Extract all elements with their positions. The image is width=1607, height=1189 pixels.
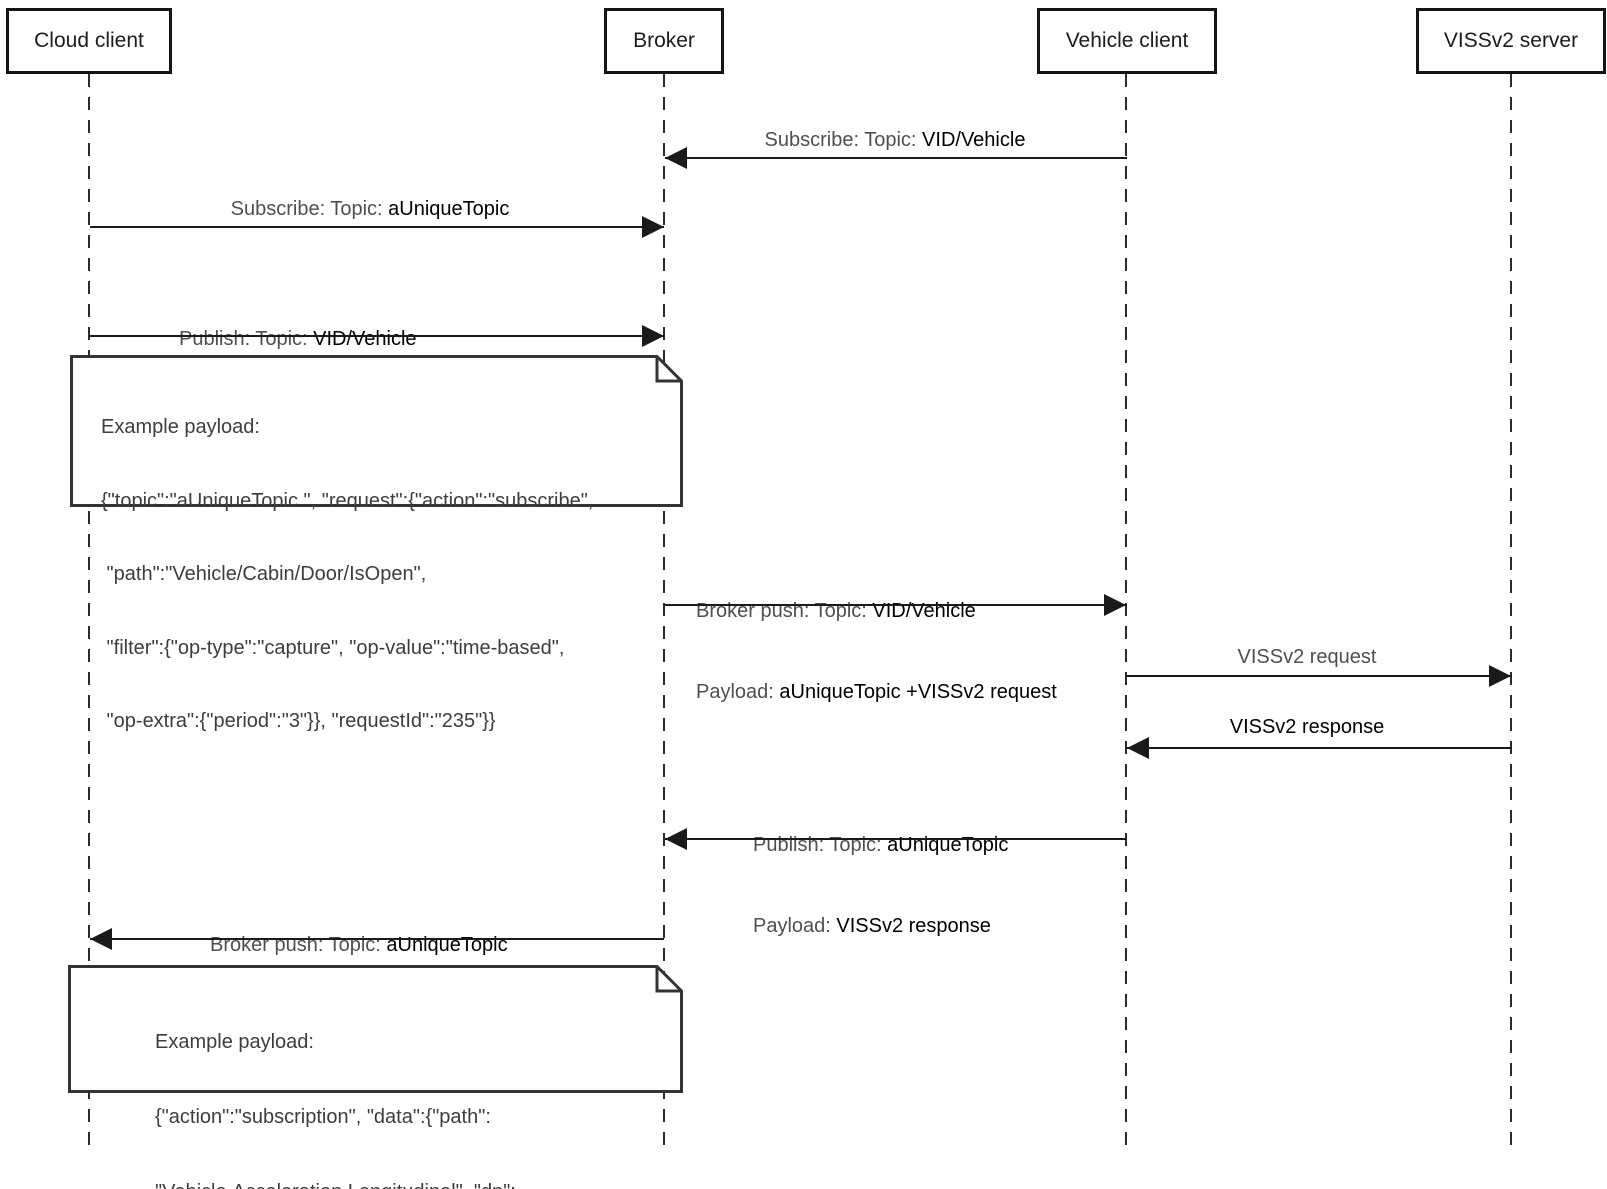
note-text-line: Example payload: [155, 1031, 314, 1053]
note-text: Example payload: {"action":"subscription… [155, 980, 555, 1189]
actor-label: VISSv2 server [1443, 29, 1579, 52]
note-shape [70, 355, 683, 507]
note-border [68, 965, 683, 1093]
message-label-value: aUniqueTopic +VISSv2 request [779, 681, 1057, 703]
message-label: Subscribe: Topic: VID/Vehicle [664, 127, 1126, 154]
message-line [90, 335, 664, 337]
message-label-value: VID/Vehicle [313, 328, 417, 350]
actor-label: Vehicle client [1065, 29, 1189, 52]
message-line [665, 157, 1127, 159]
message-label: VISSv2 response [1127, 714, 1487, 741]
message-label-value: VID/Vehicle [922, 129, 1026, 151]
message-label: Subscribe: Topic: aUniqueTopic [90, 196, 650, 223]
lifeline-cloud-client [88, 74, 90, 1150]
message-label-value: VISSv2 response [836, 915, 991, 937]
arrowhead-icon [665, 147, 687, 169]
message-label: Publish: Topic: aUniqueTopic Payload: VI… [753, 778, 1008, 994]
note-text-line: "Vehicle.Acceleration.Longitudinal", "dp… [155, 1180, 555, 1189]
note-text: Example payload: {"topic":"aUniqueTopic … [101, 366, 593, 783]
actor-box-vissv2-server: VISSv2 server [1416, 8, 1606, 74]
lifeline-vissv2-server [1510, 74, 1512, 1150]
note-fold-icon [655, 356, 682, 383]
lifeline-broker [663, 74, 665, 1150]
note-text-line: Example payload: [101, 416, 260, 438]
note-shape [68, 965, 683, 1093]
lifeline-vehicle-client [1125, 74, 1127, 1150]
message-label-value: aUniqueTopic [388, 198, 510, 220]
note-text-line: "path":"Vehicle/Cabin/Door/IsOpen", [101, 563, 427, 585]
message-label: Broker push: Topic: VID/Vehicle Payload:… [696, 544, 1057, 760]
message-line [665, 838, 1127, 840]
note-border [70, 355, 683, 507]
arrowhead-icon [1489, 665, 1511, 687]
message-label-line: Broker push: Topic: aUniqueTopic [210, 932, 508, 959]
actor-box-vehicle-client: Vehicle client [1037, 8, 1217, 74]
actor-box-cloud-client: Cloud client [6, 8, 172, 74]
arrowhead-icon [642, 216, 664, 238]
message-label-line: Publish: Topic: VID/Vehicle [179, 326, 540, 353]
message-label-line: Broker push: Topic: VID/Vehicle [696, 598, 1057, 625]
note-text-line: {"topic":"aUniqueTopic ", "request":{"ac… [101, 489, 594, 512]
message-label-prefix: Subscribe: Topic: [764, 129, 923, 151]
arrowhead-icon [90, 928, 112, 950]
arrowhead-icon [1104, 594, 1126, 616]
message-label: VISSv2 request [1127, 644, 1487, 671]
message-label-prefix: Publish: Topic: [179, 328, 314, 350]
arrowhead-icon [665, 828, 687, 850]
message-label-line: Payload: aUniqueTopic +VISSv2 request [696, 679, 1057, 706]
note-text-line: "op-extra":{"period":"3"}}, "requestId":… [101, 710, 496, 732]
message-label-prefix: Subscribe: Topic: [230, 198, 389, 220]
message-line [665, 604, 1127, 606]
actor-label: Broker [633, 29, 695, 52]
actor-label: Cloud client [34, 29, 144, 52]
message-label-prefix: Payload: [753, 915, 837, 937]
note-fold-icon [655, 966, 682, 993]
actor-box-broker: Broker [604, 8, 724, 74]
message-label-prefix: VISSv2 request [1237, 646, 1377, 668]
message-line [90, 226, 664, 228]
message-line [90, 938, 664, 940]
message-label-prefix: Payload: [696, 681, 780, 703]
message-label-line: Payload: VISSv2 response [753, 913, 1008, 940]
arrowhead-icon [642, 325, 664, 347]
note-text-line: "filter":{"op-type":"capture", "op-value… [101, 636, 565, 659]
message-label-value: VISSv2 response [1229, 716, 1385, 738]
message-line [1127, 747, 1512, 749]
arrowhead-icon [1127, 737, 1149, 759]
message-label-line: Publish: Topic: aUniqueTopic [753, 832, 1008, 859]
note-text-line: {"action":"subscription", "data":{"path"… [155, 1106, 491, 1128]
message-line [1127, 675, 1512, 677]
